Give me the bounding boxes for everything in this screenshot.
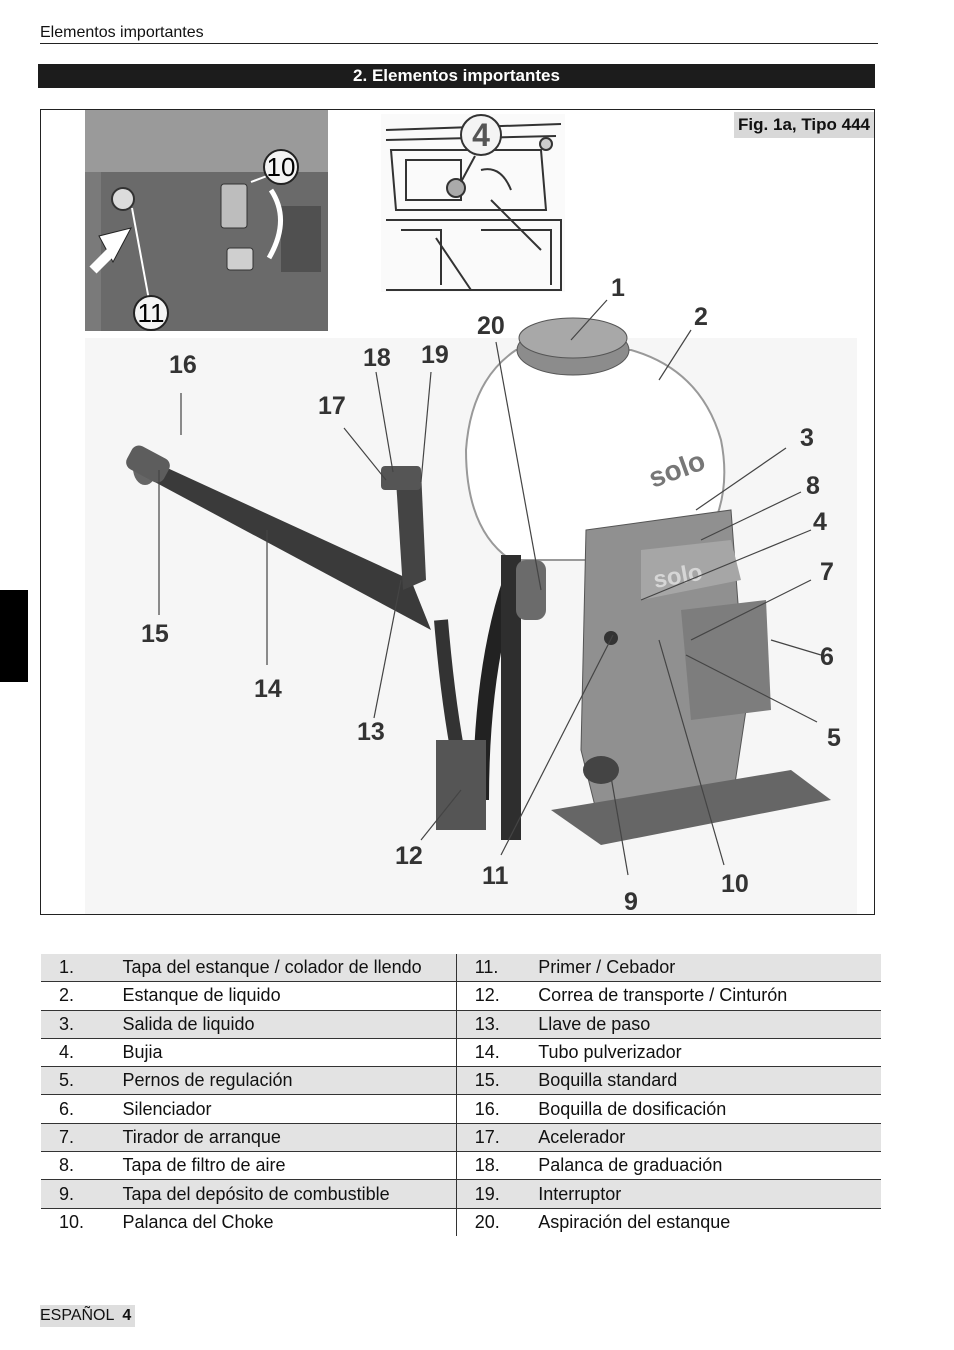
inset-label: 4 <box>472 117 490 153</box>
part-name: Acelerador <box>538 1126 626 1147</box>
inset-label: 10 <box>267 152 296 182</box>
callout-13: 13 <box>357 718 385 746</box>
callout-16: 16 <box>169 351 197 379</box>
callout-20: 20 <box>477 312 505 340</box>
callout-3: 3 <box>800 424 814 452</box>
table-row: 2. Estanque de liquido 12.Correa de transp… <box>41 981 881 1011</box>
chapter-tab <box>0 590 28 682</box>
part-name: Silenciador <box>122 1098 212 1119</box>
parts-legend-table: 1. Tapa del estanque / colador de llendo 1… <box>41 954 881 1236</box>
part-number: 14. <box>455 1038 539 1067</box>
callout-12: 12 <box>395 842 423 870</box>
callout-4: 4 <box>813 508 827 536</box>
part-name: Estanque de liquido <box>122 985 281 1006</box>
part-name: Salida de liquido <box>122 1013 255 1034</box>
callout-6: 6 <box>820 643 834 671</box>
part-name: Palanca de graduación <box>538 1155 723 1176</box>
page-number: 4 <box>122 1307 132 1324</box>
part-name: Primer / Cebador <box>538 957 676 978</box>
table-row: 7. Tirador de arranque 17.Acelerador <box>41 1123 881 1152</box>
table-row: 3. Salida de liquido 13.Llave de paso <box>41 1010 881 1039</box>
callout-8: 8 <box>806 472 820 500</box>
table-row: 9. Tapa del depósito de combustible 19.Int… <box>41 1179 881 1209</box>
part-number: 10. <box>59 1211 85 1232</box>
callout-11: 11 <box>482 862 509 890</box>
part-number: 11. <box>455 954 539 982</box>
footer-language: ESPAÑOL <box>40 1307 115 1324</box>
callout-5: 5 <box>827 724 841 752</box>
part-number: 6. <box>59 1098 75 1119</box>
part-number: 9. <box>59 1183 75 1204</box>
callout-15: 15 <box>141 620 169 648</box>
part-name: Correa de transporte / Cinturón <box>538 985 788 1006</box>
part-number: 7. <box>59 1126 75 1147</box>
inset-engine-detail <box>85 110 328 331</box>
part-number: 15. <box>455 1066 539 1095</box>
callout-9: 9 <box>624 888 638 914</box>
figure-1a: 10 11 4 <box>40 109 875 915</box>
part-number: 13. <box>455 1010 539 1039</box>
sprayer-body: solo solo <box>85 317 857 914</box>
part-name: Tapa del depósito de combustible <box>122 1183 390 1204</box>
running-header: Elementos importantes <box>40 24 878 44</box>
part-number: 4. <box>59 1042 75 1063</box>
part-name: Interruptor <box>538 1183 622 1204</box>
part-number: 8. <box>59 1155 75 1176</box>
part-number: 5. <box>59 1070 75 1091</box>
part-number: 18. <box>455 1151 539 1180</box>
section-title: 2. Elementos importantes <box>38 64 875 88</box>
table-row: 10. Palanca del Choke 20.Aspiración del es… <box>41 1208 881 1236</box>
part-number: 16. <box>455 1094 539 1124</box>
part-name: Tubo pulverizador <box>538 1042 682 1063</box>
part-number: 3. <box>59 1013 75 1034</box>
table-row: 5. Pernos de regulación 15.Boquilla standa… <box>41 1066 881 1095</box>
table-row: 1. Tapa del estanque / colador de llendo 1… <box>41 954 881 982</box>
part-name: Boquilla standard <box>538 1070 678 1091</box>
inset-label: 11 <box>138 298 165 328</box>
page-footer: ESPAÑOL 4 <box>40 1305 136 1327</box>
part-name: Pernos de regulación <box>122 1070 293 1091</box>
table-row: 6. Silenciador 16.Boquilla de dosificación <box>41 1094 881 1124</box>
callout-2: 2 <box>694 303 708 331</box>
callout-10: 10 <box>721 870 749 898</box>
part-name: Llave de paso <box>538 1013 651 1034</box>
part-name: Tirador de arranque <box>122 1126 281 1147</box>
part-name: Bujia <box>122 1042 163 1063</box>
callout-18: 18 <box>363 344 391 372</box>
part-name: Tapa del estanque / colador de llendo <box>122 957 422 978</box>
part-number: 19. <box>455 1179 539 1209</box>
part-name: Palanca del Choke <box>122 1211 274 1232</box>
part-number: 17. <box>455 1123 539 1152</box>
callout-1: 1 <box>611 274 625 302</box>
table-row: 4. Bujia 14.Tubo pulverizador <box>41 1038 881 1067</box>
part-number: 1. <box>59 957 75 978</box>
callout-19: 19 <box>421 341 449 369</box>
part-number: 20. <box>455 1208 539 1236</box>
part-name: Boquilla de dosificación <box>538 1098 727 1119</box>
callout-17: 17 <box>318 392 346 420</box>
inset-left-labels: 10 11 <box>133 149 299 331</box>
sprayer-illustration: 10 11 4 <box>85 110 857 914</box>
callout-14: 14 <box>254 675 282 703</box>
table-row: 8. Tapa de filtro de aire 18.Palanca de gr… <box>41 1151 881 1180</box>
callout-7: 7 <box>820 558 834 586</box>
part-name: Aspiración del estanque <box>538 1211 731 1232</box>
part-number: 12. <box>455 981 539 1011</box>
callout-leader-lines <box>158 299 822 876</box>
part-name: Tapa de filtro de aire <box>122 1155 286 1176</box>
figure-caption: Fig. 1a, Tipo 444 <box>734 112 874 138</box>
inset-right-labels: 4 <box>460 114 502 183</box>
callout-numbers: 1 2 3 4 5 6 7 8 9 10 11 12 13 14 15 16 1… <box>141 274 841 914</box>
part-number: 2. <box>59 985 75 1006</box>
